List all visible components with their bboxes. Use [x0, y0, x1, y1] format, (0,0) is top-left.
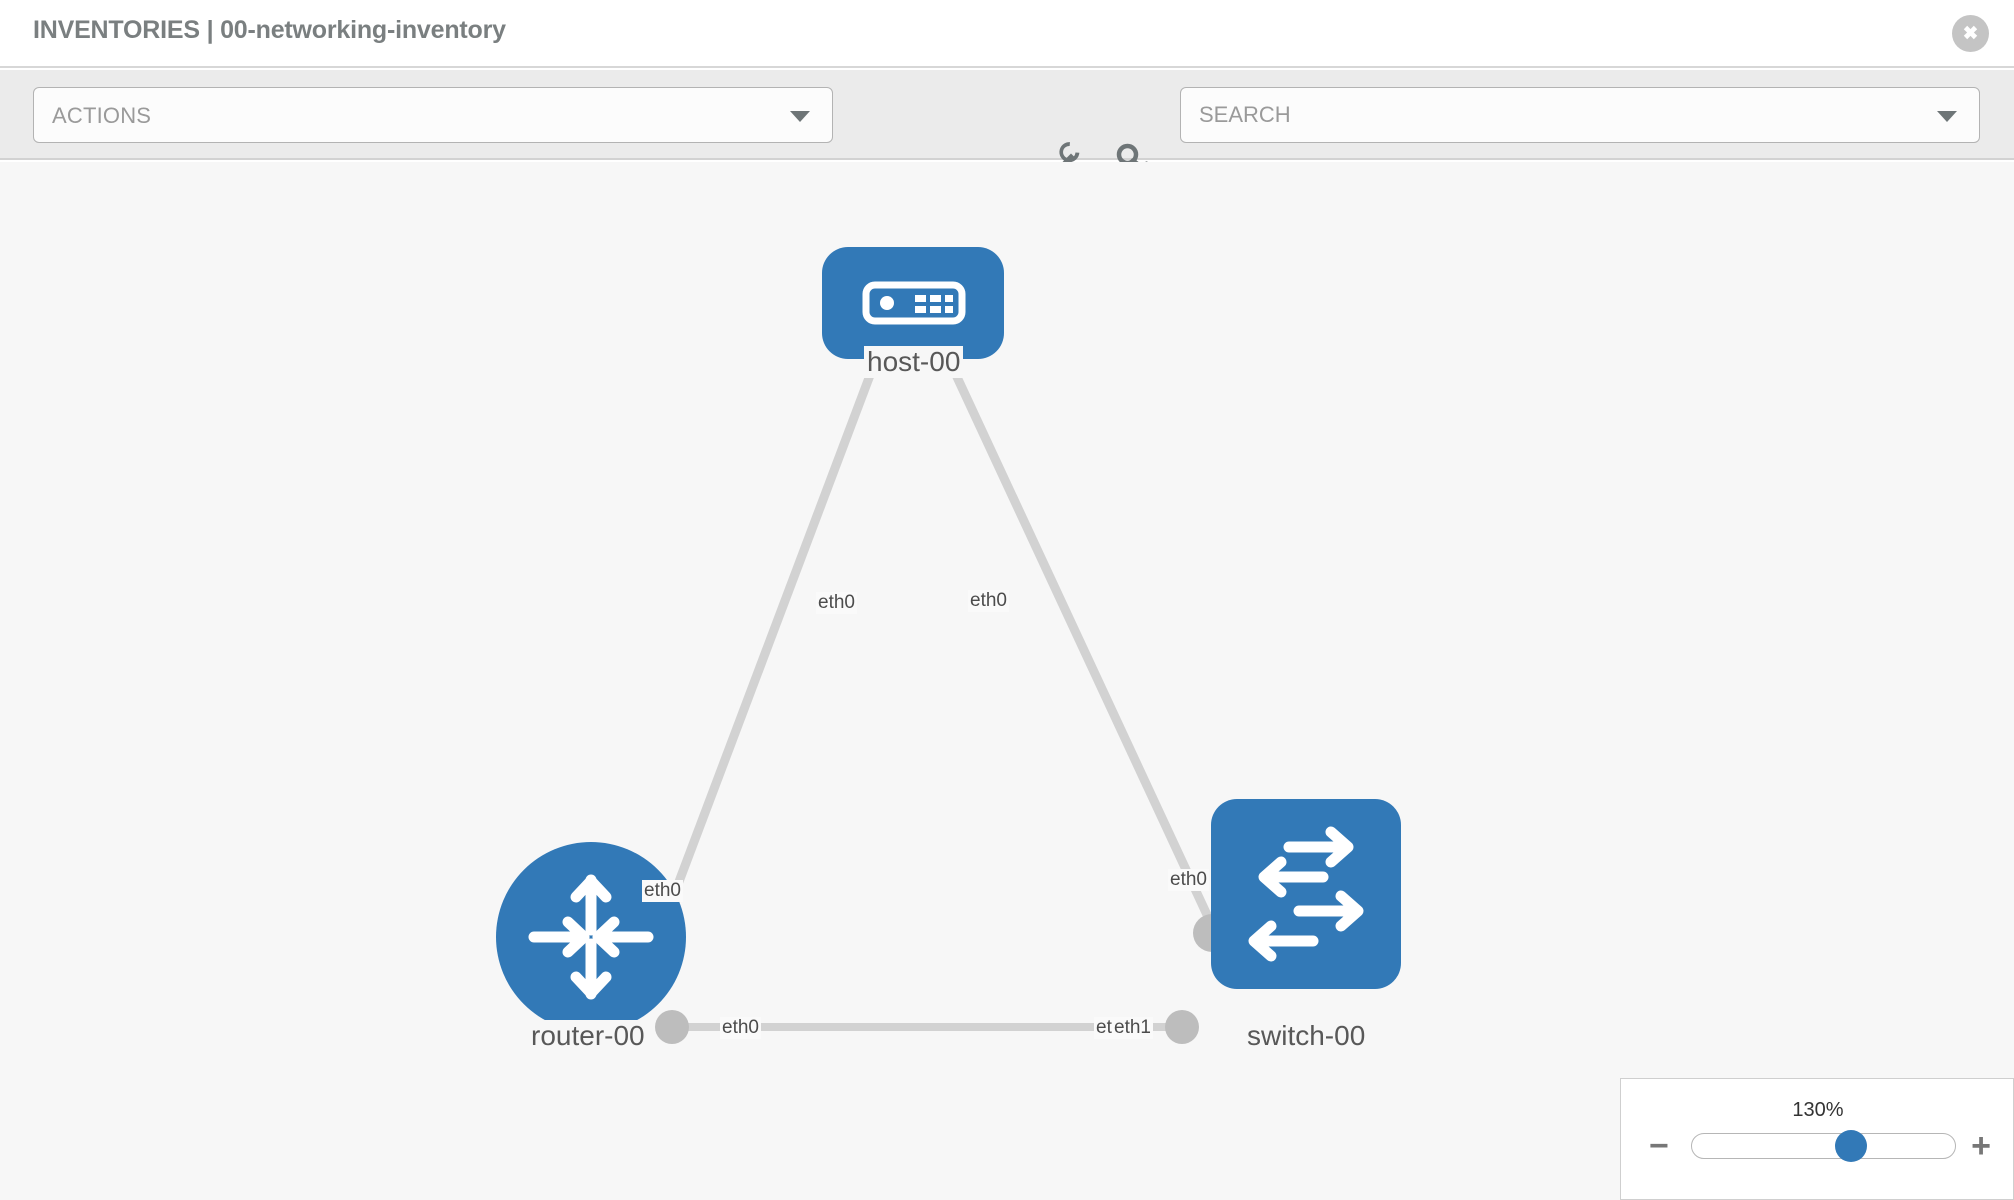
port-handle-switch00-eth1[interactable] [1165, 1010, 1199, 1044]
node-router-00-label: router-00 [528, 1020, 648, 1052]
zoom-level-value: 130% [1792, 1099, 1844, 1121]
topology-links [655, 360, 1220, 1031]
node-router-00-shape[interactable] [496, 842, 686, 1032]
zoom-out-button[interactable]: − [1649, 1127, 1669, 1165]
zoom-in-button[interactable]: + [1971, 1127, 1991, 1165]
chevron-down-icon [790, 111, 810, 122]
server-icon [862, 281, 966, 325]
node-switch-00-label: switch-00 [1244, 1020, 1369, 1052]
node-host-00-shape[interactable] [822, 247, 1004, 359]
zoom-slider-track[interactable] [1691, 1130, 1956, 1162]
topology-canvas[interactable]: host-00 [0, 162, 2014, 1200]
edge-label-switch00-to-host00: eth0 [1168, 869, 1209, 891]
search-chevron-down-icon[interactable] [1937, 111, 1957, 122]
actions-dropdown-label: ACTIONS [52, 103, 152, 128]
edge-label-switch00-eth1: eth1 [1112, 1017, 1153, 1039]
search-field-wrapper[interactable] [1180, 87, 1980, 143]
page-header: INVENTORIES | 00-networking-inventory [0, 0, 2014, 68]
switch-arrows-icon [1248, 826, 1364, 962]
edge-label-router00-eth0: eth0 [720, 1017, 761, 1039]
search-input[interactable] [1181, 88, 1941, 142]
node-switch-00-shape[interactable] [1211, 799, 1401, 989]
link-host00-switch00 [945, 360, 1220, 934]
toolbar: ACTIONS [0, 70, 2014, 175]
node-host-00-label: host-00 [864, 346, 964, 378]
zoom-control-panel: 130% − + [1620, 1078, 2014, 1200]
node-switch-00[interactable] [1211, 799, 1401, 989]
node-host-00[interactable] [822, 247, 1004, 359]
close-icon[interactable] [1952, 15, 1989, 52]
edge-label-host00-switch00: eth0 [968, 590, 1009, 612]
zoom-slider-thumb[interactable] [1835, 1130, 1867, 1162]
link-host00-router00 [655, 360, 880, 934]
actions-dropdown[interactable]: ACTIONS [33, 87, 833, 143]
port-handle-router00-eth0[interactable] [655, 1010, 689, 1044]
edge-label-host00-router00: eth0 [816, 592, 857, 614]
edge-label-router00-to-host00: eth0 [642, 880, 683, 902]
node-router-00[interactable] [496, 842, 686, 1032]
router-arrows-icon [528, 874, 654, 1000]
page-title: INVENTORIES | 00-networking-inventory [33, 16, 506, 44]
